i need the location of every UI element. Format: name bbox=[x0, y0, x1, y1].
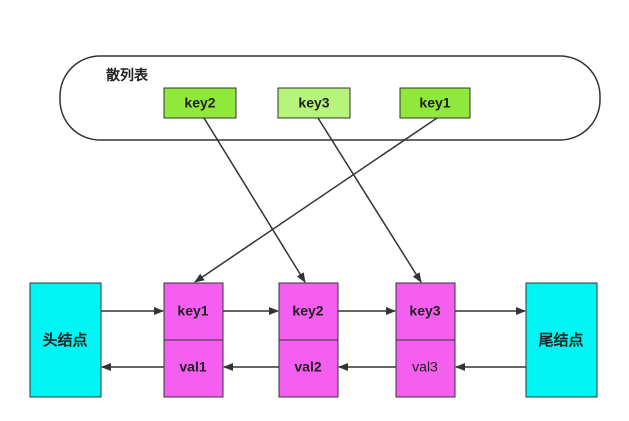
head-node: 头结点 bbox=[29, 282, 102, 398]
hash-key-slot: key2 bbox=[163, 87, 237, 119]
node-val-cell bbox=[163, 339, 224, 398]
pointer-key2-to-node bbox=[203, 117, 306, 283]
hash-table-label: 散列表 bbox=[106, 67, 149, 83]
node-val-label: val3 bbox=[412, 359, 438, 375]
node-val-label: val1 bbox=[179, 359, 206, 375]
list-node: key3 val3 bbox=[395, 282, 456, 398]
hash-key-box bbox=[163, 87, 237, 119]
hash-key-label: key2 bbox=[184, 95, 215, 111]
hash-key-slot: key1 bbox=[399, 87, 471, 119]
tail-node-box bbox=[525, 282, 598, 398]
hash-key-label: key1 bbox=[419, 95, 450, 111]
node-val-label: val2 bbox=[294, 359, 321, 375]
node-key-cell bbox=[395, 282, 456, 341]
hash-key-box bbox=[277, 87, 351, 119]
hash-key-label: key3 bbox=[298, 95, 329, 111]
head-node-label: 头结点 bbox=[42, 331, 87, 349]
tail-node-label: 尾结点 bbox=[538, 331, 583, 349]
node-val-cell bbox=[278, 339, 339, 398]
list-node: key2 val2 bbox=[278, 282, 339, 398]
hash-key-box bbox=[399, 87, 471, 119]
hash-key-slot: key3 bbox=[277, 87, 351, 119]
list-node: key1 val1 bbox=[163, 282, 224, 398]
node-val-cell bbox=[395, 339, 456, 398]
node-key-label: key1 bbox=[177, 303, 208, 319]
head-node-box bbox=[29, 282, 102, 398]
node-key-label: key3 bbox=[409, 303, 440, 319]
node-key-label: key2 bbox=[292, 303, 323, 319]
tail-node: 尾结点 bbox=[525, 282, 598, 398]
pointer-key1-to-node bbox=[194, 117, 438, 283]
hash-pointers bbox=[194, 117, 438, 283]
hash-table: 散列表 key2 key3 key1 bbox=[59, 55, 601, 141]
pointer-key3-to-node bbox=[317, 117, 422, 283]
